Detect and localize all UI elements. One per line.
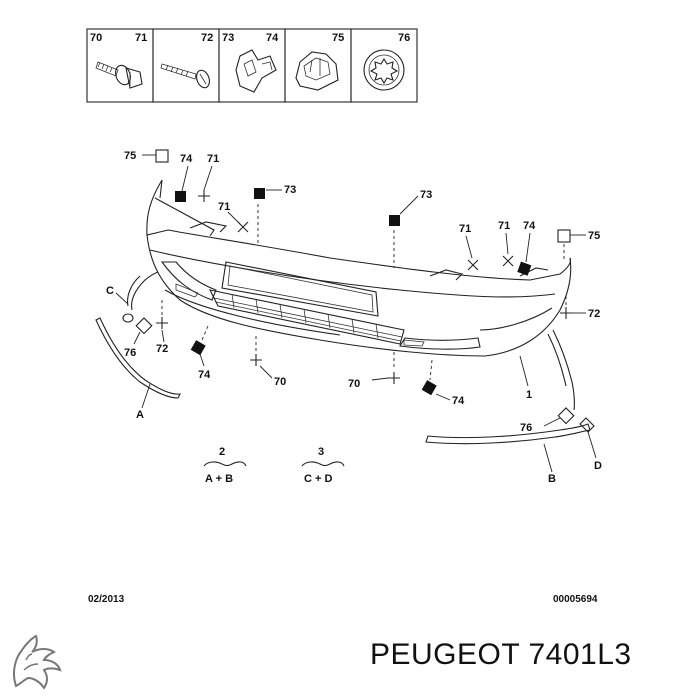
callout-74-d: 74 bbox=[452, 395, 465, 407]
marker-76-diamond bbox=[135, 317, 153, 335]
callout-71: 71 bbox=[207, 153, 219, 165]
callout-76: 76 bbox=[124, 347, 136, 359]
callout-C: C bbox=[106, 285, 114, 297]
legend-ref-73: 73 bbox=[222, 32, 234, 44]
callout-74: 74 bbox=[180, 153, 193, 165]
marker-71-cross bbox=[198, 190, 210, 202]
kit-3: 3 C + D bbox=[301, 446, 345, 485]
marker-70-cross-b bbox=[388, 372, 400, 384]
marker-71-cross-c bbox=[467, 259, 479, 271]
callout-B: B bbox=[548, 473, 556, 485]
marker-71-cross-d bbox=[502, 255, 514, 267]
legend-ref-75: 75 bbox=[332, 32, 344, 44]
marker-73-filled bbox=[254, 188, 265, 199]
front-bumper-1 bbox=[146, 179, 572, 357]
callout-A: A bbox=[136, 409, 144, 421]
peugeot-lion-logo bbox=[13, 634, 62, 690]
legend-cell-76 bbox=[350, 28, 418, 103]
marker-74-filled-c bbox=[190, 340, 206, 356]
callout-70: 70 bbox=[274, 376, 286, 388]
kit-3-number: 3 bbox=[318, 446, 324, 458]
moulding-strip-B bbox=[425, 423, 591, 445]
callout-71-d: 71 bbox=[498, 220, 510, 232]
callout-73: 73 bbox=[284, 184, 296, 196]
marker-75-square bbox=[155, 149, 169, 163]
marker-74-filled bbox=[175, 191, 186, 202]
callout-72: 72 bbox=[156, 343, 168, 355]
callout-1: 1 bbox=[526, 389, 532, 401]
marker-76-diamond-b bbox=[557, 407, 575, 425]
marker-73-filled-b bbox=[389, 215, 400, 226]
callout-75-b: 75 bbox=[588, 230, 600, 242]
push-rivet-icon bbox=[295, 51, 339, 91]
kit-2-number: 2 bbox=[219, 446, 225, 458]
callout-74-c: 74 bbox=[198, 369, 211, 381]
callout-76-b: 76 bbox=[520, 422, 532, 434]
part-caption: PEUGEOT 7401L3 bbox=[370, 638, 632, 671]
moulding-strip-A bbox=[95, 317, 181, 399]
marker-72-cross-b bbox=[156, 317, 168, 329]
bolt-with-nut-icon bbox=[95, 61, 143, 89]
retaining-clip-icon bbox=[235, 49, 277, 93]
date-code: 02/2013 bbox=[88, 594, 125, 605]
document-number: 00005694 bbox=[553, 594, 598, 605]
trim-insert-C bbox=[122, 271, 159, 323]
legend-ref-76: 76 bbox=[398, 32, 410, 44]
callout-D: D bbox=[594, 460, 602, 472]
kit-2-content: A + B bbox=[205, 473, 233, 485]
marker-75-square-b bbox=[557, 229, 571, 243]
callout-72-b: 72 bbox=[588, 308, 600, 320]
fastener-legend: 70 71 72 73 74 75 76 bbox=[86, 28, 418, 103]
callout-75: 75 bbox=[124, 150, 136, 162]
callout-70-b: 70 bbox=[348, 378, 360, 390]
legend-ref-72: 72 bbox=[201, 32, 213, 44]
star-washer-icon bbox=[363, 49, 405, 91]
callout-71-c: 71 bbox=[459, 223, 471, 235]
marker-74-filled-d bbox=[421, 380, 437, 396]
marker-71-cross-b bbox=[237, 221, 249, 233]
kit-3-content: C + D bbox=[304, 473, 332, 485]
marker-72-cross bbox=[560, 307, 572, 319]
legend-ref-71: 71 bbox=[135, 32, 147, 44]
kit-2: 2 A + B bbox=[203, 446, 247, 485]
marker-74-filled-b bbox=[517, 261, 532, 276]
callout-71-b: 71 bbox=[218, 201, 230, 213]
legend-ref-74: 74 bbox=[266, 32, 279, 44]
callout-74-b: 74 bbox=[523, 220, 536, 232]
screw-icon bbox=[160, 63, 210, 89]
legend-ref-70: 70 bbox=[90, 32, 102, 44]
marker-70-cross bbox=[250, 354, 262, 366]
trim-insert-D bbox=[547, 329, 595, 433]
callout-73-b: 73 bbox=[420, 189, 432, 201]
